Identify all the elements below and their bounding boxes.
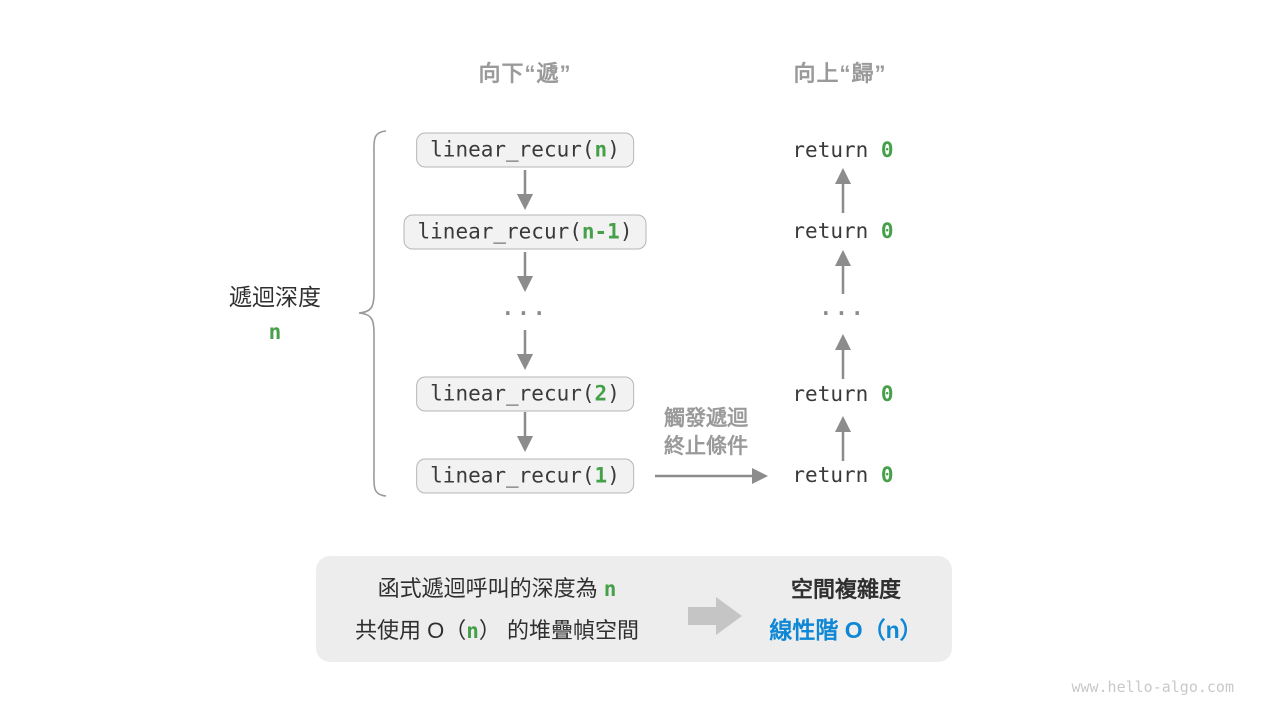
header-upward-return: 向上“歸” [793, 61, 887, 86]
ellipsis-right: ... [819, 296, 867, 320]
call-close: ) [619, 219, 633, 244]
depth-label-value: n [268, 320, 282, 344]
ellipsis-left: ... [501, 296, 549, 320]
summary-panel [316, 556, 952, 662]
watermark: www.hello-algo.com [1071, 678, 1234, 696]
call-arg: n [594, 137, 608, 162]
summary-line1-text: 函式遞迴呼叫的深度為 [377, 576, 604, 601]
summary-right: 空間複雜度 線性階 O（n） [769, 570, 922, 650]
return-value: 0 [880, 138, 894, 162]
call-close: ) [607, 381, 620, 406]
depth-label: 遞迴深度 n [229, 278, 321, 344]
call-text: linear_recur( [430, 463, 595, 488]
call-arg: 2 [594, 381, 608, 406]
summary-line2-n: n [466, 619, 479, 643]
return-value: 0 [880, 463, 894, 487]
return-keyword: return [792, 138, 881, 162]
call-box-n-1: linear_recur(n-1) [403, 214, 647, 250]
summary-line1-n: n [603, 577, 617, 601]
return-keyword: return [792, 219, 881, 243]
call-text: linear_recur( [417, 219, 582, 244]
call-text: linear_recur( [430, 137, 595, 162]
return-keyword: return [792, 463, 881, 487]
summary-line1: 函式遞迴呼叫的深度為 n [355, 568, 639, 610]
call-close: ) [607, 137, 620, 162]
return-statement: return 0 [792, 219, 893, 243]
summary-line2-post: ） 的堆疊幀空間 [478, 618, 640, 643]
base-case-note: 觸發遞迴 終止條件 [664, 405, 748, 461]
header-downward-recurse: 向下“遞” [478, 61, 572, 86]
return-statement: return 0 [792, 463, 893, 487]
base-case-note-line1: 觸發遞迴 [664, 407, 748, 430]
return-statement: return 0 [792, 382, 893, 406]
call-box-2: linear_recur(2) [416, 376, 634, 412]
return-value: 0 [880, 382, 894, 406]
return-value: 0 [880, 219, 894, 243]
call-arg: 1 [594, 463, 608, 488]
return-keyword: return [792, 382, 881, 406]
space-complexity-value: 線性階 O（n） [769, 617, 923, 643]
depth-label-text: 遞迴深度 [229, 284, 321, 310]
summary-line2: 共使用 O（n） 的堆疊幀空間 [355, 610, 639, 652]
summary-left: 函式遞迴呼叫的深度為 n 共使用 O（n） 的堆疊幀空間 [355, 568, 639, 652]
return-statement: return 0 [792, 138, 893, 162]
summary-line2-pre: 共使用 O（ [354, 618, 467, 643]
call-text: linear_recur( [430, 381, 595, 406]
space-complexity-title: 空間複雜度 [790, 577, 901, 602]
call-box-1: linear_recur(1) [416, 458, 634, 494]
call-box-n: linear_recur(n) [416, 132, 634, 168]
call-arg: n-1 [581, 219, 620, 244]
depth-brace-icon [358, 130, 387, 497]
call-close: ) [607, 463, 620, 488]
base-case-note-line2: 終止條件 [664, 435, 748, 458]
